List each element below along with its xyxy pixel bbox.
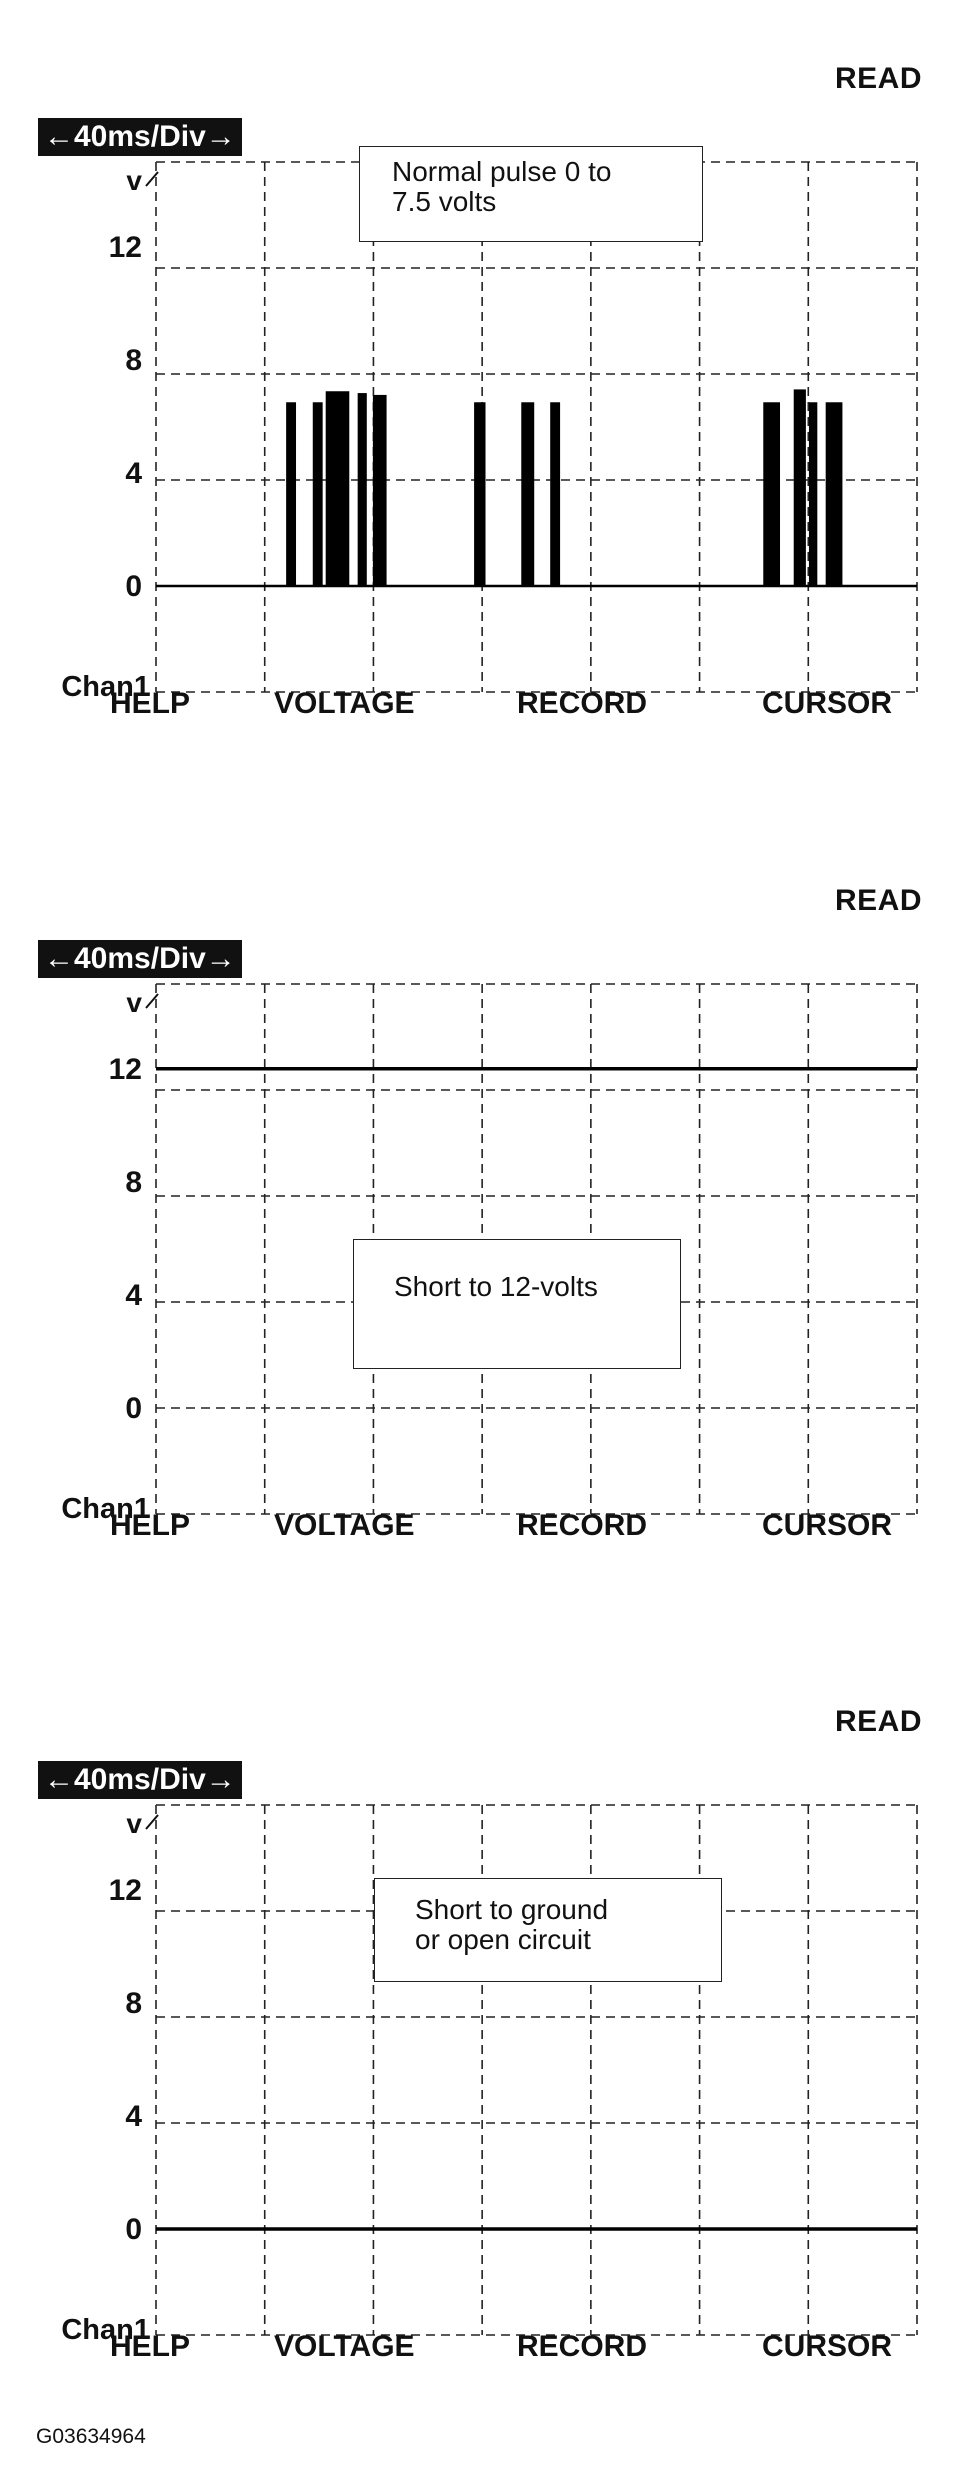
y-tick-label: 4 [125,2100,142,2133]
annotation-box: Normal pulse 0 to 7.5 volts [359,146,703,242]
y-tick-label: 8 [125,1166,142,1199]
record-softkey[interactable]: RECORD [517,687,648,720]
read-mode-label[interactable]: READ [834,62,922,95]
read-mode-label[interactable]: READ [834,884,922,917]
cursor-softkey[interactable]: CURSOR [762,1509,893,1542]
annotation-box: Short to ground or open circuit [374,1878,722,1982]
unit-tick-mark [145,171,159,187]
y-unit-label: v [126,987,142,1018]
signal-pulse [474,402,486,586]
annotation-line-2: or open circuit [415,1924,591,1955]
y-tick-label: 0 [125,2213,142,2246]
y-tick-label: 4 [125,1279,142,1312]
cursor-softkey[interactable]: CURSOR [762,687,893,720]
signal-pulse [763,402,781,586]
y-tick-label: 4 [125,457,142,490]
timebase-label[interactable]: ←40ms/Div→ [38,118,242,156]
annotation-line-1: Short to ground [415,1894,609,1925]
annotation-line-2: 7.5 volts [392,186,497,217]
annotation-line-1: Short to 12-volts [394,1271,598,1302]
softkey-bar: HELP VOLTAGE RECORD CURSOR [0,687,955,727]
timebase-label[interactable]: ←40ms/Div→ [38,1761,242,1799]
channel-label: Chan1 [61,2314,150,2346]
signal-pulse [521,402,535,586]
y-unit-label: v [126,1808,142,1839]
figure-id: G03634964 [36,2425,146,2448]
annotation-box: Short to 12-volts [353,1239,681,1369]
signal-pulse [357,393,367,586]
unit-tick-mark [145,1814,159,1830]
y-tick-label: 12 [109,231,142,264]
y-tick-label: 8 [125,344,142,377]
voltage-softkey[interactable]: VOLTAGE [274,2330,415,2363]
help-softkey[interactable]: HELP [110,1509,191,1542]
softkey-bar: HELP VOLTAGE RECORD CURSOR [0,1509,955,1549]
signal-pulse [808,402,818,586]
signal-pulse [372,394,387,586]
cursor-softkey[interactable]: CURSOR [762,2330,893,2363]
signal-pulse [550,402,561,586]
voltage-softkey[interactable]: VOLTAGE [274,687,415,720]
y-tick-label: 8 [125,1987,142,2020]
signal-pulse [286,402,297,586]
unit-tick-mark [145,993,159,1009]
signal-pulse [325,391,350,586]
read-mode-label[interactable]: READ [834,1705,922,1738]
channel-label: Chan1 [61,671,150,703]
timebase-label[interactable]: ←40ms/Div→ [38,940,242,978]
help-softkey[interactable]: HELP [110,687,191,720]
y-tick-label: 12 [109,1053,142,1086]
channel-label: Chan1 [61,1493,150,1525]
signal-pulse [793,389,806,586]
annotation-line-1: Normal pulse 0 to [392,156,612,187]
y-tick-label: 12 [109,1874,142,1907]
y-tick-label: 0 [125,570,142,603]
record-softkey[interactable]: RECORD [517,2330,648,2363]
y-unit-label: v [126,165,142,196]
voltage-softkey[interactable]: VOLTAGE [274,1509,415,1542]
softkey-bar: HELP VOLTAGE RECORD CURSOR [0,2330,955,2370]
record-softkey[interactable]: RECORD [517,1509,648,1542]
y-tick-label: 0 [125,1392,142,1425]
signal-pulse [825,402,843,586]
signal-pulse [312,402,323,586]
help-softkey[interactable]: HELP [110,2330,191,2363]
